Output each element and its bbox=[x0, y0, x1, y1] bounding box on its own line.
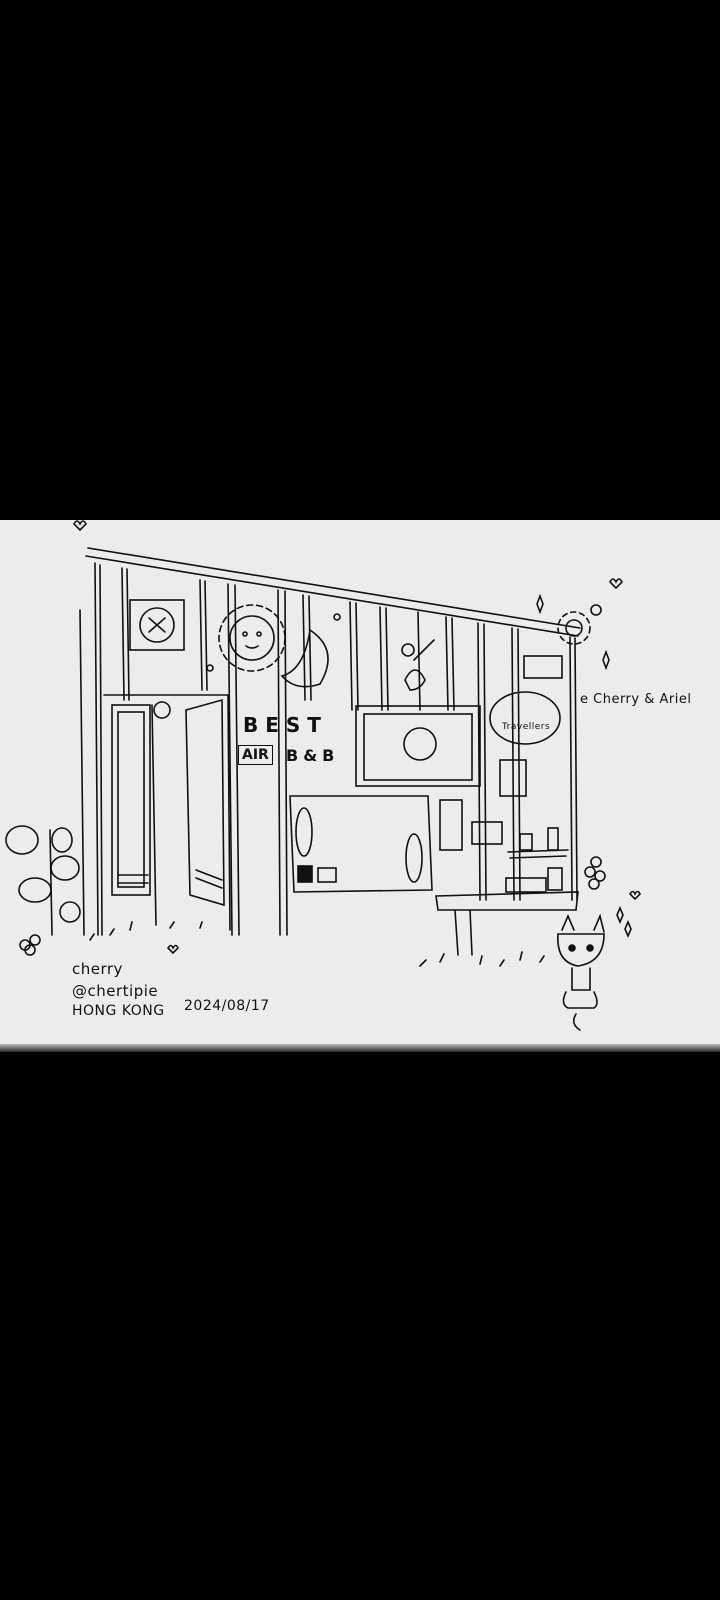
plant bbox=[5, 825, 81, 936]
sketch-photo[interactable]: BEST AIR B&B Travellers e Cherry & Ariel… bbox=[0, 520, 720, 1048]
sketch-drawing bbox=[5, 520, 641, 1031]
signature-name: cherry bbox=[72, 960, 123, 978]
signature-handle: @chertipie bbox=[72, 982, 159, 1000]
sign-best: BEST bbox=[243, 713, 328, 737]
wall-stripes bbox=[79, 562, 578, 936]
cat bbox=[557, 913, 605, 1031]
sign-bnb: B&B bbox=[286, 746, 340, 765]
sun-face bbox=[218, 604, 286, 672]
dedication-caption: e Cherry & Ariel bbox=[580, 692, 692, 707]
photo-bottom-shadow bbox=[0, 1044, 720, 1052]
signature-place: HONG KONG bbox=[72, 1003, 165, 1019]
doorway bbox=[103, 694, 231, 931]
sign-air: AIR bbox=[238, 745, 273, 765]
traveller-sign-text: Travellers bbox=[502, 722, 551, 732]
signature-date: 2024/08/17 bbox=[184, 998, 270, 1014]
